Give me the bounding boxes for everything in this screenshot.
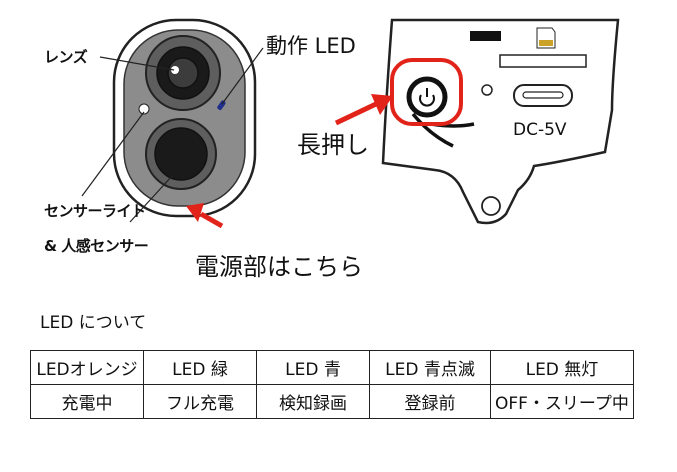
power-button-icon[interactable] (406, 76, 448, 118)
table-row: 充電中 フル充電 検知録画 登録前 OFF・スリープ中 (30, 384, 634, 419)
led-table: LEDオレンジ LED 緑 LED 青 LED 青点滅 LED 無灯 充電中 フ… (30, 350, 634, 419)
dc-label: DC-5V (513, 120, 567, 140)
lens-icon (145, 35, 221, 111)
table-row: LEDオレンジ LED 緑 LED 青 LED 青点滅 LED 無灯 (30, 350, 634, 385)
table-header-cell: LED 青 (256, 350, 370, 385)
sd-card-icon (536, 27, 556, 49)
section-title: LED について (40, 313, 147, 333)
camera-front (112, 18, 257, 218)
camera-diagram (81, 18, 620, 229)
sensor-light-label: センサーライト (44, 202, 146, 220)
camera-back (381, 18, 620, 225)
table-cell: 検知録画 (256, 384, 370, 419)
sensor-light-leader (81, 111, 145, 197)
lens-label: レンズ (44, 48, 88, 66)
human-sensor-label: & 人感センサー (44, 237, 149, 255)
slot-icon (470, 31, 501, 41)
led-leader (221, 47, 264, 105)
table-header-cell: LED 緑 (143, 350, 257, 385)
sd-slot (499, 54, 587, 68)
long-press-label: 長押し (297, 131, 369, 159)
table-header-cell: LED 無灯 (490, 350, 634, 385)
table-header-cell: LEDオレンジ (30, 350, 144, 385)
long-press-arrow-icon (334, 94, 393, 126)
table-cell: OFF・スリープ中 (490, 384, 634, 419)
table-cell: 登録前 (369, 384, 491, 419)
sensor-light-icon (138, 103, 150, 115)
power-here-label: 電源部はこちら (195, 253, 363, 281)
power-highlight (390, 58, 463, 126)
power-arrow-icon (186, 203, 224, 229)
usb-port-icon (513, 84, 573, 107)
sensor-icon (145, 118, 217, 190)
sensor-leader (129, 175, 173, 223)
operation-led-label: 動作 LED (266, 34, 356, 58)
table-cell: フル充電 (143, 384, 257, 419)
table-cell: 充電中 (30, 384, 144, 419)
mount-hole (481, 196, 501, 216)
lens-leader (99, 56, 175, 71)
status-hole (481, 84, 493, 96)
table-header-cell: LED 青点滅 (369, 350, 491, 385)
